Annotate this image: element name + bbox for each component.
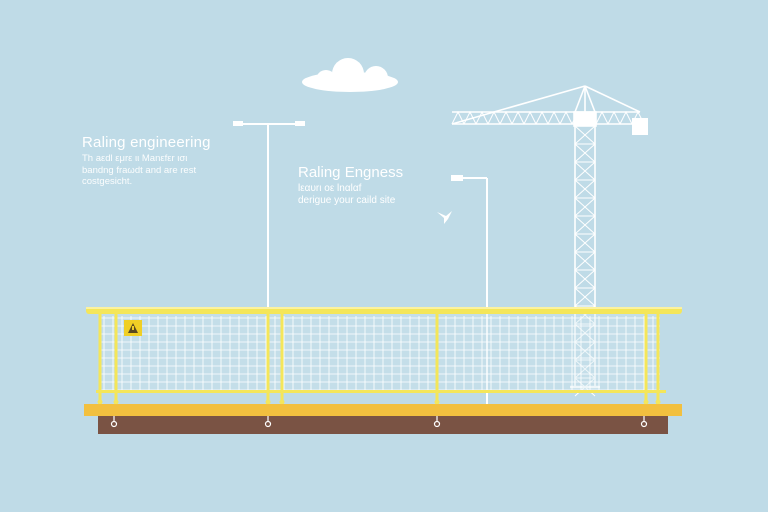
post-foot	[655, 399, 661, 405]
warning-sign-icon	[124, 320, 142, 336]
railing-posts	[97, 312, 661, 405]
cloud-icon	[302, 58, 398, 92]
bolt	[264, 420, 272, 428]
bolt	[640, 420, 648, 428]
post-foot	[97, 399, 103, 405]
middle-subtext-line: derigue your caild site	[298, 195, 396, 206]
anchor-bolts	[110, 416, 648, 428]
bird-icon	[437, 211, 452, 224]
bottom-rail	[96, 390, 666, 393]
tower-crane-icon	[451, 85, 648, 397]
deck-slab	[84, 404, 682, 416]
middle-subtext-line: lεαυrι οε lnαlαf	[298, 183, 362, 194]
ground-base	[98, 416, 668, 434]
post-foot	[434, 399, 440, 405]
bolt	[433, 420, 441, 428]
post-foot	[643, 399, 649, 405]
bolt	[110, 420, 118, 428]
middle-subtext: lεαυrι οε lnαlαf derigue your caild site	[298, 183, 395, 207]
left-heading: Raling engineering	[82, 134, 211, 151]
street-lamp-icon	[451, 175, 488, 405]
post-foot	[265, 399, 271, 405]
left-subtext: Th aεdl εμrε ιι Μanεfεr ισι bandng fraωd…	[82, 153, 196, 188]
left-subtext-line: Th aεdl εμrε ιι Μanεfεr ισι	[82, 153, 188, 164]
railing-mesh	[100, 314, 660, 392]
post-foot	[279, 399, 285, 405]
left-subtext-line: bandng fraωdt and are rest	[82, 164, 197, 176]
post-foot	[113, 399, 119, 405]
middle-heading: Raling Engness	[298, 164, 404, 181]
left-subtext-line: costgesicht.	[82, 176, 133, 187]
